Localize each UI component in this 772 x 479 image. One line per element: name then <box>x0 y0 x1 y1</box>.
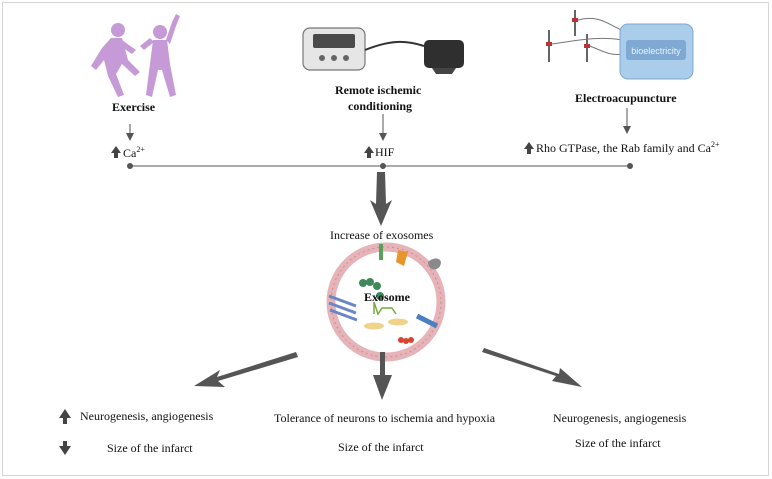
right-outcome-line1: Neurogenesis, angiogenesis <box>553 411 687 425</box>
bioelectricity-label: bioelectricity <box>631 46 681 56</box>
timeline-dot <box>127 163 133 169</box>
exercise-effect: Ca2+ <box>123 145 145 160</box>
ric-label-line2: conditioning <box>348 99 413 113</box>
left-output-arrow <box>194 352 298 387</box>
left-outcome-line2: Size of the infarct <box>107 441 193 455</box>
ric-label-line1: Remote ischemic <box>335 83 422 97</box>
electroacupuncture-device-icon <box>546 10 694 80</box>
middle-output-arrow <box>373 352 392 400</box>
middle-outcome-line1: Tolerance of neurons to ischemia and hyp… <box>274 411 496 425</box>
exosome-vesicle-icon <box>326 242 446 362</box>
stretching-figure-icon <box>140 14 180 97</box>
middle-outcome-line2: Size of the infarct <box>338 440 424 454</box>
down-arrow-icon <box>59 441 71 455</box>
blood-pressure-monitor-icon <box>302 27 464 74</box>
ea-label: Electroacupuncture <box>575 91 677 105</box>
timeline-dot <box>380 163 386 169</box>
big-down-arrow <box>370 172 392 226</box>
exosome-label: Exosome <box>364 290 410 304</box>
up-arrow-icon <box>524 142 534 154</box>
ea-effect: Rho GTPase, the Rab family and Ca2+ <box>536 140 720 155</box>
exercise-label: Exercise <box>112 100 156 114</box>
running-figure-icon <box>91 23 140 97</box>
right-output-arrow <box>482 348 582 387</box>
left-outcome-line1: Neurogenesis, angiogenesis <box>80 409 214 423</box>
timeline-dot <box>627 163 633 169</box>
up-arrow-icon <box>364 146 374 158</box>
right-outcome-line2: Size of the infarct <box>575 436 661 450</box>
up-arrow-icon <box>59 409 71 424</box>
increase-of-exosomes-label: Increase of exosomes <box>330 228 434 242</box>
ric-effect: HIF <box>375 145 395 159</box>
up-arrow-icon <box>111 146 121 158</box>
